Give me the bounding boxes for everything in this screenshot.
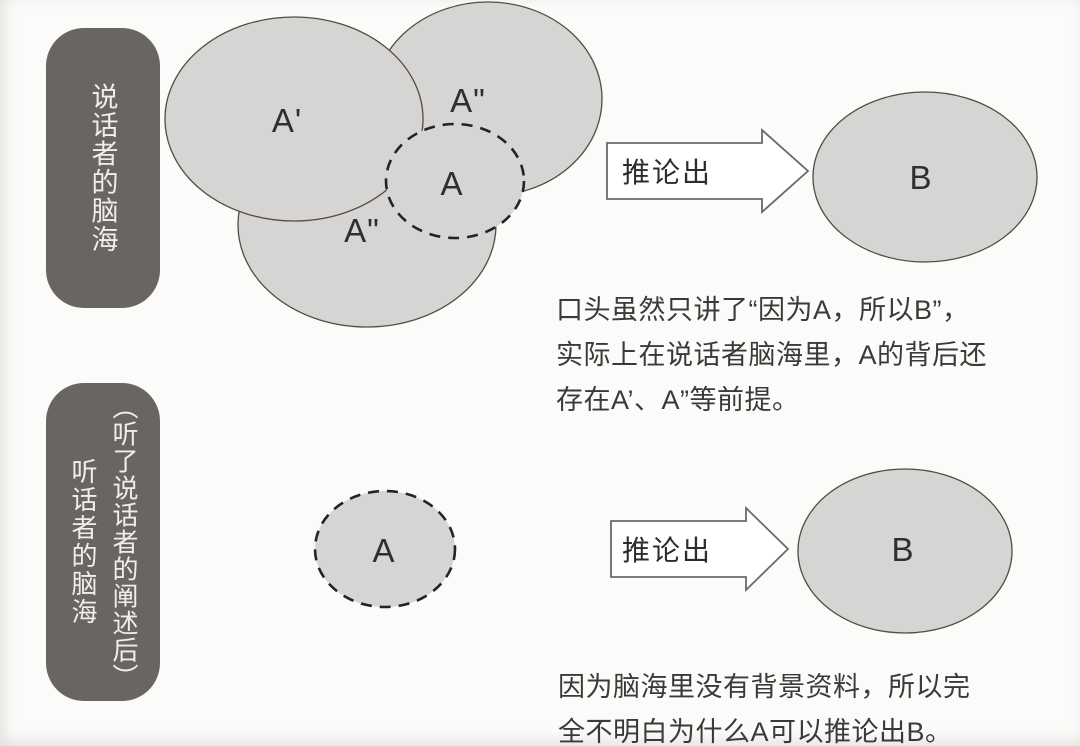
listener-caption-line-1: 因为脑海里没有背景资料，所以完 <box>558 672 971 702</box>
ellipse-b-bottom <box>797 468 1013 634</box>
infer-arrow-bottom <box>610 505 790 593</box>
infer-arrow-top-label: 推论出 <box>621 157 713 188</box>
label-a-double-prime-bottom: A" <box>344 212 380 249</box>
speaker-caption-line-2: 实际上在说话者脑海里，A的背后还 <box>556 340 988 370</box>
speaker-side-label: 说话者的脑海 <box>87 82 118 254</box>
speaker-side-pill: 说话者的脑海 <box>46 28 160 308</box>
ellipse-b-top <box>812 91 1038 263</box>
speaker-caption: 口头虽然只讲了“因为A，所以B”， 实际上在说话者脑海里，A的背后还 存在A’、… <box>556 288 987 423</box>
label-b-speaker: B <box>909 159 933 196</box>
speaker-caption-line-3: 存在A’、A”等前提。 <box>556 385 800 415</box>
listener-caption: 因为脑海里没有背景资料，所以完 全不明白为什么A可以推论出B。 <box>558 665 971 746</box>
listener-side-pill: （听了说话者的阐述后） 听话者的脑海 <box>46 383 160 701</box>
listener-side-label-qualifier: （听了说话者的阐述后） <box>109 393 139 691</box>
listener-side-label: 听话者的脑海 <box>68 458 98 626</box>
label-a-prime: A' <box>271 102 303 139</box>
label-a-speaker: A <box>440 165 464 202</box>
ellipse-a-dashed <box>384 122 526 240</box>
ellipse-a-dashed-listener <box>313 489 457 609</box>
label-a-double-prime-top: A" <box>450 82 486 119</box>
ellipse-a-prime <box>164 16 424 222</box>
speaker-caption-line-1: 口头虽然只讲了“因为A，所以B”， <box>556 295 970 325</box>
label-b-listener: B <box>891 531 915 568</box>
label-a-listener: A <box>372 532 396 569</box>
infer-arrow-top <box>606 127 810 215</box>
infer-arrow-bottom-label: 推论出 <box>621 535 713 566</box>
listener-caption-line-2: 全不明白为什么A可以推论出B。 <box>558 717 953 746</box>
